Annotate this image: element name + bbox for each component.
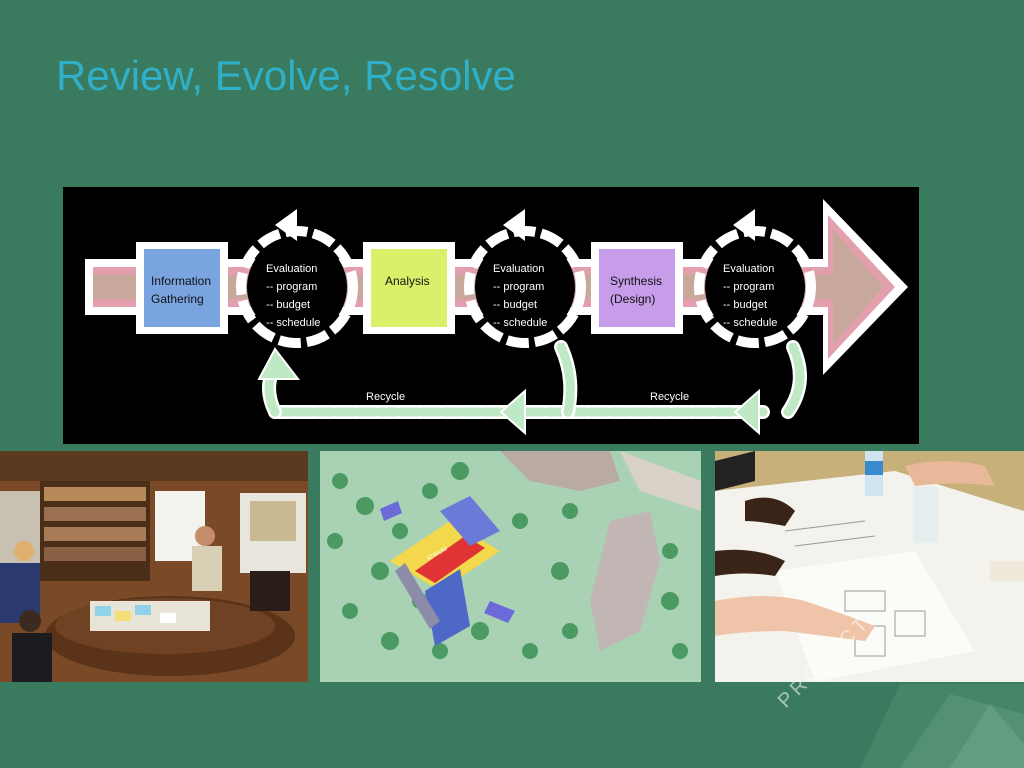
stage-box-3: Synthesis (Design) (591, 242, 683, 334)
stage-label: Gathering (151, 292, 204, 306)
evaluation-line: Evaluation (266, 263, 317, 275)
evaluation-line: -- program (723, 281, 774, 293)
process-diagram: Information Gathering Analysis Synthesis… (63, 187, 919, 444)
slide-title: Review, Evolve, Resolve (56, 52, 516, 99)
evaluation-text-1: Evaluation -- program -- budget -- sched… (266, 263, 320, 329)
stage-label: Information (151, 274, 211, 288)
recycle-label-2: Recycle (650, 391, 689, 403)
drawings-review-photo (715, 451, 1024, 682)
evaluation-line: -- schedule (266, 317, 320, 329)
recycle-label-1: Recycle (366, 391, 405, 403)
evaluation-line: -- program (266, 281, 317, 293)
evaluation-line: Evaluation (493, 263, 544, 275)
evaluation-line: -- budget (723, 299, 767, 311)
evaluation-line: -- schedule (493, 317, 547, 329)
site-plan-render: ATRIUM (320, 451, 701, 682)
meeting-room-photo (0, 451, 308, 682)
evaluation-rings (236, 209, 816, 348)
recycle-arrow (257, 340, 807, 436)
stage-label: (Design) (610, 292, 655, 306)
stage-box-1: Information Gathering (136, 242, 228, 334)
evaluation-text-3: Evaluation -- program -- budget -- sched… (723, 263, 777, 329)
stage-label: Analysis (385, 274, 430, 288)
evaluation-line: -- program (493, 281, 544, 293)
evaluation-line: -- schedule (723, 317, 777, 329)
evaluation-text-2: Evaluation -- program -- budget -- sched… (493, 263, 547, 329)
evaluation-line: -- budget (266, 299, 310, 311)
stage-label: Synthesis (610, 274, 662, 288)
evaluation-line: -- budget (493, 299, 537, 311)
stage-box-2: Analysis (363, 242, 455, 334)
building-mass (390, 496, 500, 646)
corner-decoration (860, 684, 1024, 768)
evaluation-line: Evaluation (723, 263, 774, 275)
